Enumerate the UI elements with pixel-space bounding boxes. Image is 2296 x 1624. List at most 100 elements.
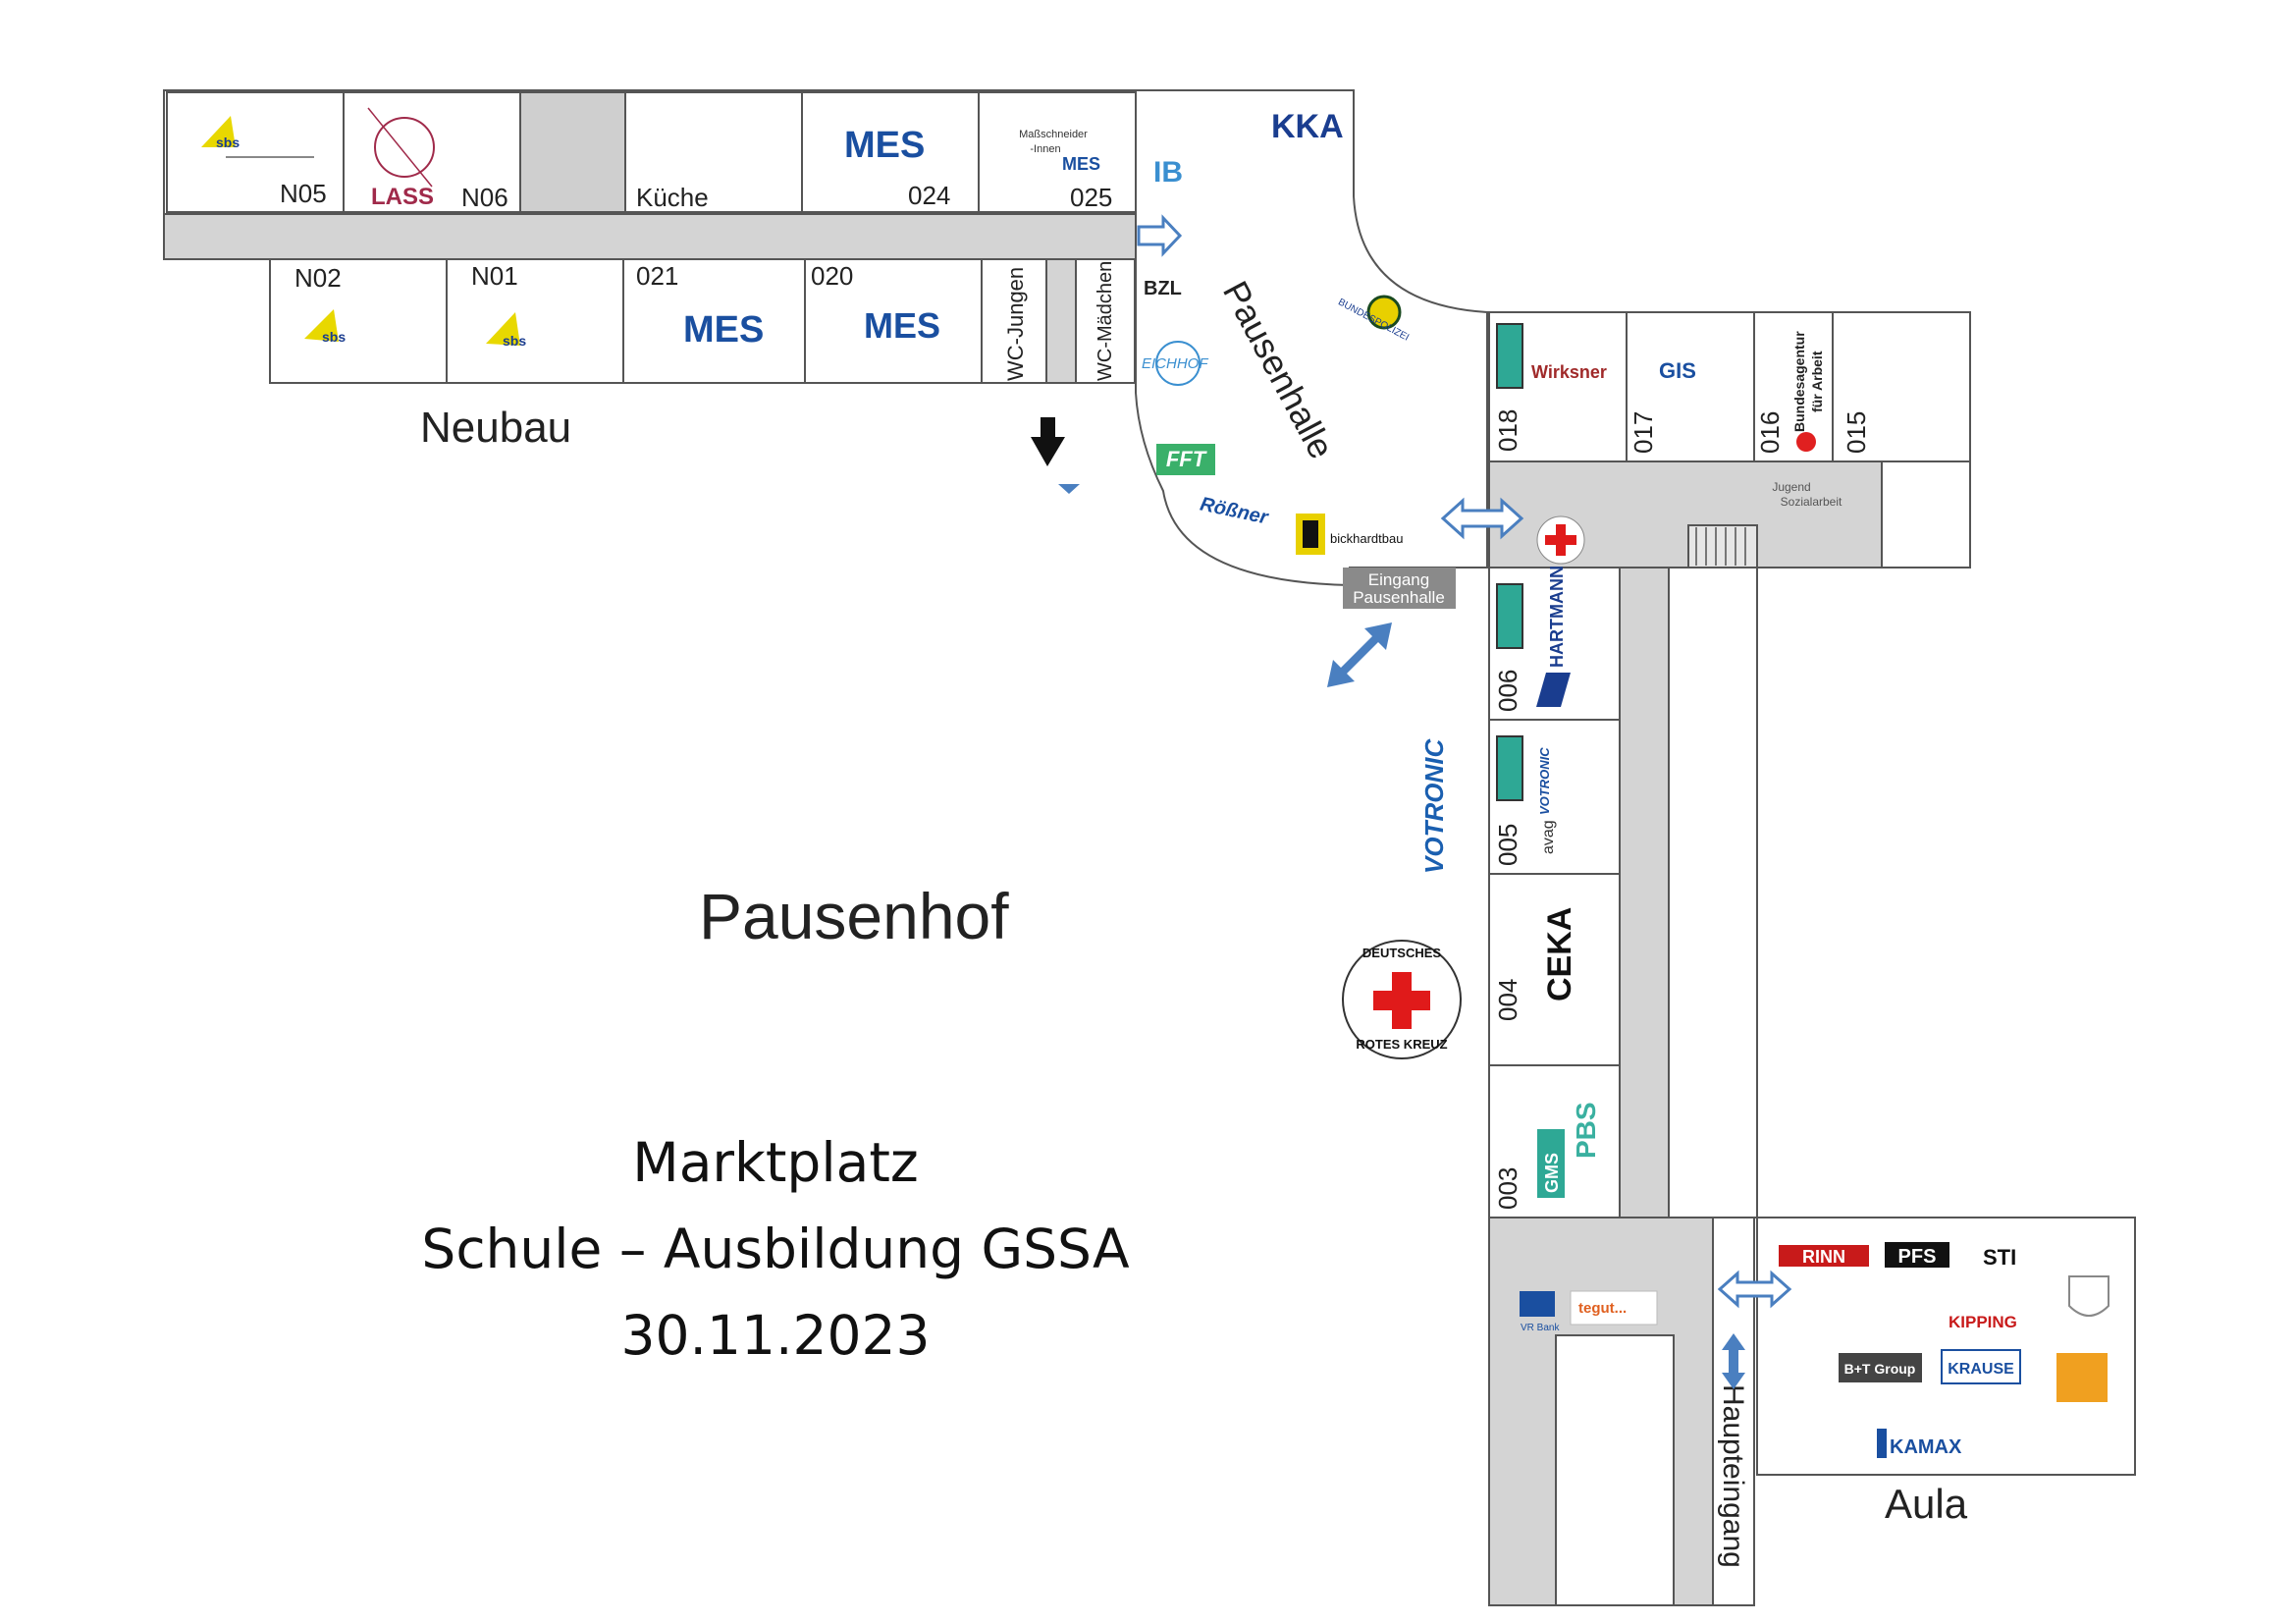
arrow-neubau-to-pausenhalle <box>1137 214 1183 257</box>
room-label-wc-jungen: WC-Jungen <box>1003 267 1028 381</box>
room-n05 <box>166 91 345 213</box>
room-label-n01: N01 <box>471 261 518 291</box>
svg-text:KRAUSE: KRAUSE <box>1948 1361 2014 1378</box>
svg-text:KIPPING: KIPPING <box>1949 1313 2017 1331</box>
arrow-pausenhalle-corridor <box>1440 497 1524 540</box>
svg-text:MES: MES <box>864 305 940 346</box>
neubau-corridor <box>163 213 1156 260</box>
logo-drk-small <box>1536 515 1585 565</box>
booth-marker-006 <box>1496 583 1523 649</box>
logo-crest <box>2068 1275 2109 1317</box>
svg-text:tegut...: tegut... <box>1578 1300 1627 1317</box>
svg-text:für Arbeit: für Arbeit <box>1809 351 1825 412</box>
logo-mes-024: MES <box>844 125 925 166</box>
logo-kka: KKA <box>1271 108 1344 145</box>
room-label-n02: N02 <box>294 263 342 293</box>
vertical-corridor <box>1619 567 1670 1218</box>
svg-text:B+T Group: B+T Group <box>1844 1361 1916 1377</box>
logo-mes-021: MES <box>683 309 764 351</box>
room-n01 <box>446 258 624 384</box>
logo-ib: IB <box>1153 156 1183 189</box>
room-label-005: 005 <box>1493 824 1522 866</box>
room-right-end <box>1881 460 1971 568</box>
booth-marker-005 <box>1496 735 1523 801</box>
arrow-small-triangle <box>1058 484 1080 494</box>
event-subtitle: Schule – Ausbildung GSSA <box>421 1218 1130 1280</box>
logo-sti: STI <box>1983 1245 2016 1270</box>
svg-text:CEKA: CEKA <box>1541 907 1578 1001</box>
room-label-024: 024 <box>908 181 950 210</box>
room-label-wc-maedchen: WC-Mädchen <box>1095 261 1116 381</box>
logo-kamax: KAMAX <box>1877 1429 1962 1458</box>
svg-text:-Innen: -Innen <box>1030 143 1060 155</box>
logo-wirksner: Wirksner <box>1531 362 1607 382</box>
logo-kipping: KIPPING <box>1949 1313 2017 1331</box>
svg-text:EICHHOF: EICHHOF <box>1142 355 1208 372</box>
logo-vrbank: VR Bank <box>1520 1291 1560 1333</box>
eingang-pausenhalle-box <box>1343 568 1456 609</box>
logo-tegut: tegut... <box>1570 1290 1658 1326</box>
room-020 <box>804 258 983 384</box>
lower-room <box>1555 1334 1675 1606</box>
jugend-sozialarbeit-label-2: Sozialarbeit <box>1781 495 1842 509</box>
svg-text:sbs: sbs <box>216 135 240 150</box>
svg-text:MES: MES <box>683 309 764 351</box>
svg-text:KKA: KKA <box>1271 108 1344 145</box>
arrow-eingang-pausenhalle <box>1327 623 1392 687</box>
svg-text:GMS: GMS <box>1542 1153 1562 1193</box>
svg-text:VR Bank: VR Bank <box>1521 1323 1560 1333</box>
svg-text:avag: avag <box>1540 820 1557 854</box>
svg-text:Maßschneider: Maßschneider <box>1019 129 1088 140</box>
svg-text:Bundesagentur: Bundesagentur <box>1791 331 1807 432</box>
room-label-015: 015 <box>1842 411 1871 454</box>
logo-sbs-n05: sbs <box>201 116 314 158</box>
room-label-n05: N05 <box>280 179 327 208</box>
logo-hartmann: HARTMANN <box>1536 566 1571 707</box>
room-004 <box>1488 873 1621 1066</box>
svg-text:Wirksner: Wirksner <box>1531 362 1607 382</box>
room-label-016: 016 <box>1755 411 1785 454</box>
event-date: 30.11.2023 <box>620 1304 931 1367</box>
room-filler <box>519 91 626 213</box>
svg-text:MES: MES <box>844 125 925 166</box>
logo-pbs: PBS <box>1571 1102 1601 1159</box>
room-label-006: 006 <box>1493 670 1522 712</box>
logo-bzl: BZL <box>1144 278 1182 299</box>
arrow-haupteingang <box>1722 1333 1745 1389</box>
room-016 <box>1753 311 1834 462</box>
room-015 <box>1832 311 1971 462</box>
svg-text:bickhardtbau: bickhardtbau <box>1330 531 1403 546</box>
eingang-pausenhalle-label-1: Eingang <box>1368 570 1429 589</box>
area-label-pausenhof: Pausenhof <box>699 880 1009 952</box>
event-title: Marktplatz <box>632 1131 919 1194</box>
logo-massschneider: Maßschneider -Innen MES <box>1019 129 1100 174</box>
room-label-004: 004 <box>1493 979 1522 1021</box>
booth-marker-018 <box>1496 323 1523 389</box>
svg-text:sbs: sbs <box>503 333 526 349</box>
logo-mes-020: MES <box>864 305 940 346</box>
logo-rinn: RINN <box>1779 1245 1869 1267</box>
pausenhalle-outline <box>1135 89 1488 587</box>
logo-fft: FFT <box>1156 444 1215 475</box>
logo-bickhardt: bickhardtbau <box>1296 514 1403 555</box>
room-label-025: 025 <box>1070 183 1112 212</box>
svg-text:LASS: LASS <box>371 184 434 210</box>
svg-text:FFT: FFT <box>1166 447 1207 471</box>
svg-text:MES: MES <box>1062 154 1100 174</box>
area-label-neubau: Neubau <box>420 404 571 452</box>
logo-eichhof: EICHHOF <box>1142 341 1208 386</box>
logo-avag: avag <box>1540 820 1557 854</box>
room-label-n06: N06 <box>461 183 508 212</box>
logo-krause: KRAUSE <box>1941 1349 2021 1384</box>
room-label-017: 017 <box>1629 411 1658 454</box>
room-labels: N05 N06 Küche 024 025 N02 N01 021 020 WC… <box>280 179 1871 1210</box>
room-024 <box>801 91 980 213</box>
logo-votronic-large: VOTRONIC <box>1419 738 1449 874</box>
area-label-aula: Aula <box>1885 1481 1968 1527</box>
room-label-020: 020 <box>811 261 853 291</box>
logo-bundesagentur: Bundesagentur für Arbeit <box>1791 331 1825 452</box>
svg-text:GIS: GIS <box>1659 358 1696 383</box>
arrow-corridor-aula <box>1717 1270 1792 1309</box>
logo-orange-badge <box>2056 1353 2108 1402</box>
logo-gis: GIS <box>1659 358 1696 383</box>
